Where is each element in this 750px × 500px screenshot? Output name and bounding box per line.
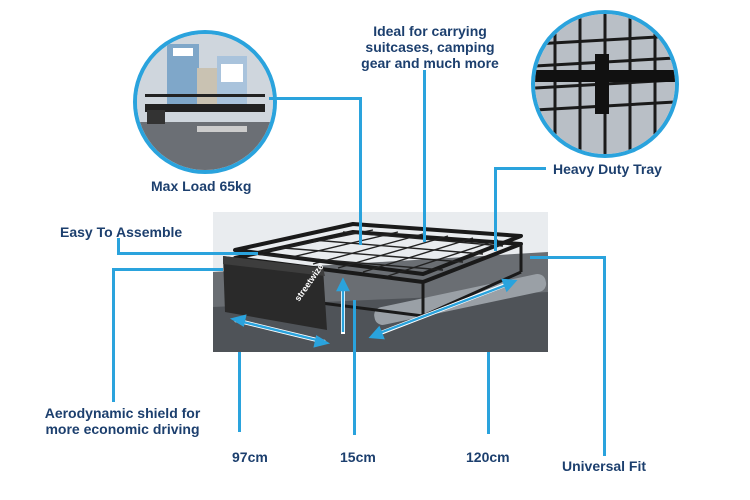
tray-closeup-illustration xyxy=(535,14,675,154)
ideal-for-carrying-label: Ideal for carrying suitcases, camping ge… xyxy=(361,23,499,71)
max-load-detail-image xyxy=(133,30,277,174)
loaded-rack-illustration xyxy=(137,34,273,170)
max-load-label: Max Load 65kg xyxy=(151,178,252,194)
width-dimension-label: 97cm xyxy=(232,449,268,465)
roof-rack-product-image: streetwize xyxy=(213,212,548,352)
height-dimension-label: 15cm xyxy=(340,449,376,465)
heavy-duty-tray-label: Heavy Duty Tray xyxy=(553,161,662,177)
heavy-duty-detail-image xyxy=(531,10,679,158)
dimension-arrows xyxy=(229,277,518,348)
easy-to-assemble-label: Easy To Assemble xyxy=(60,224,183,240)
universal-fit-label: Universal Fit xyxy=(562,458,647,474)
aerodynamic-shield-label: Aerodynamic shield for more economic dri… xyxy=(44,405,201,437)
length-dimension-label: 120cm xyxy=(466,449,510,465)
